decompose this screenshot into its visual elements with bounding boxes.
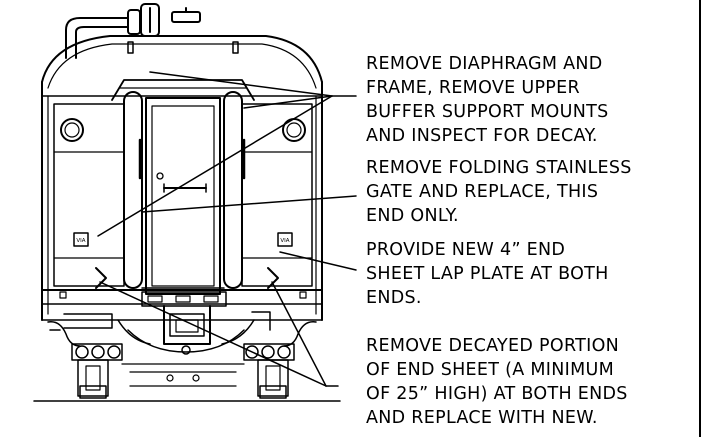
note-line: BUFFER SUPPORT MOUNTS (366, 102, 609, 122)
decay-mark-right (267, 267, 279, 289)
end-sheet-panel-left (53, 103, 125, 287)
note-end-sheet: REMOVE DECAYED PORTION OF END SHEET (A M… (366, 334, 628, 430)
truck-bolster (121, 363, 245, 387)
truck-left (71, 343, 123, 399)
buffer-post-right (223, 91, 243, 289)
note-line: AND INSPECT FOR DECAY. (366, 126, 598, 146)
car-roof-inner-line (47, 43, 317, 89)
note-lap-plate: PROVIDE NEW 4” END SHEET LAP PLATE AT BO… (366, 238, 609, 310)
via-tag-right (277, 232, 293, 247)
note-remove-diaphragm: REMOVE DIAPHRAGM AND FRAME, REMOVE UPPER… (366, 52, 609, 148)
note-line: AND REPLACE WITH NEW. (366, 408, 598, 428)
note-line: OF 25” HIGH) AT BOTH ENDS (366, 384, 628, 404)
note-line: SHEET LAP PLATE AT BOTH (366, 264, 609, 284)
note-line: END ONLY. (366, 206, 459, 226)
note-line: PROVIDE NEW 4” END (366, 240, 566, 260)
coupler-body (163, 305, 211, 345)
roof-marker-right (232, 41, 239, 54)
car-roof-outline (41, 35, 323, 83)
decay-mark-left (95, 267, 107, 289)
via-tag-right-text: VIA (280, 238, 289, 244)
buffer-post-left (123, 91, 143, 289)
coupler-plate (141, 291, 227, 307)
end-sheet-panel-right (241, 103, 313, 287)
note-remove-gate: REMOVE FOLDING STAINLESS GATE AND REPLAC… (366, 156, 632, 228)
leader-lines (97, 71, 357, 387)
note-line: ENDS. (366, 288, 422, 308)
note-line: GATE AND REPLACE, THIS (366, 182, 599, 202)
diaphragm-frame-hood (111, 79, 255, 101)
roof-vent-pipe (65, 3, 201, 59)
roof-marker-left (127, 41, 134, 54)
end-door (145, 97, 221, 295)
marker-light-left-icon (60, 118, 84, 142)
door-latch-icon (156, 172, 164, 180)
air-hose-left (47, 321, 81, 347)
note-line: REMOVE DIAPHRAGM AND (366, 54, 603, 74)
note-line: FRAME, REMOVE UPPER (366, 78, 580, 98)
air-hose-right (283, 321, 317, 347)
via-tag-left-text: VIA (76, 238, 85, 244)
via-tag-left (73, 232, 89, 247)
note-line: REMOVE DECAYED PORTION (366, 336, 620, 356)
marker-light-right-icon (282, 118, 306, 142)
note-line: OF END SHEET (A MINIMUM (366, 360, 615, 380)
note-line: REMOVE FOLDING STAINLESS (366, 158, 632, 178)
